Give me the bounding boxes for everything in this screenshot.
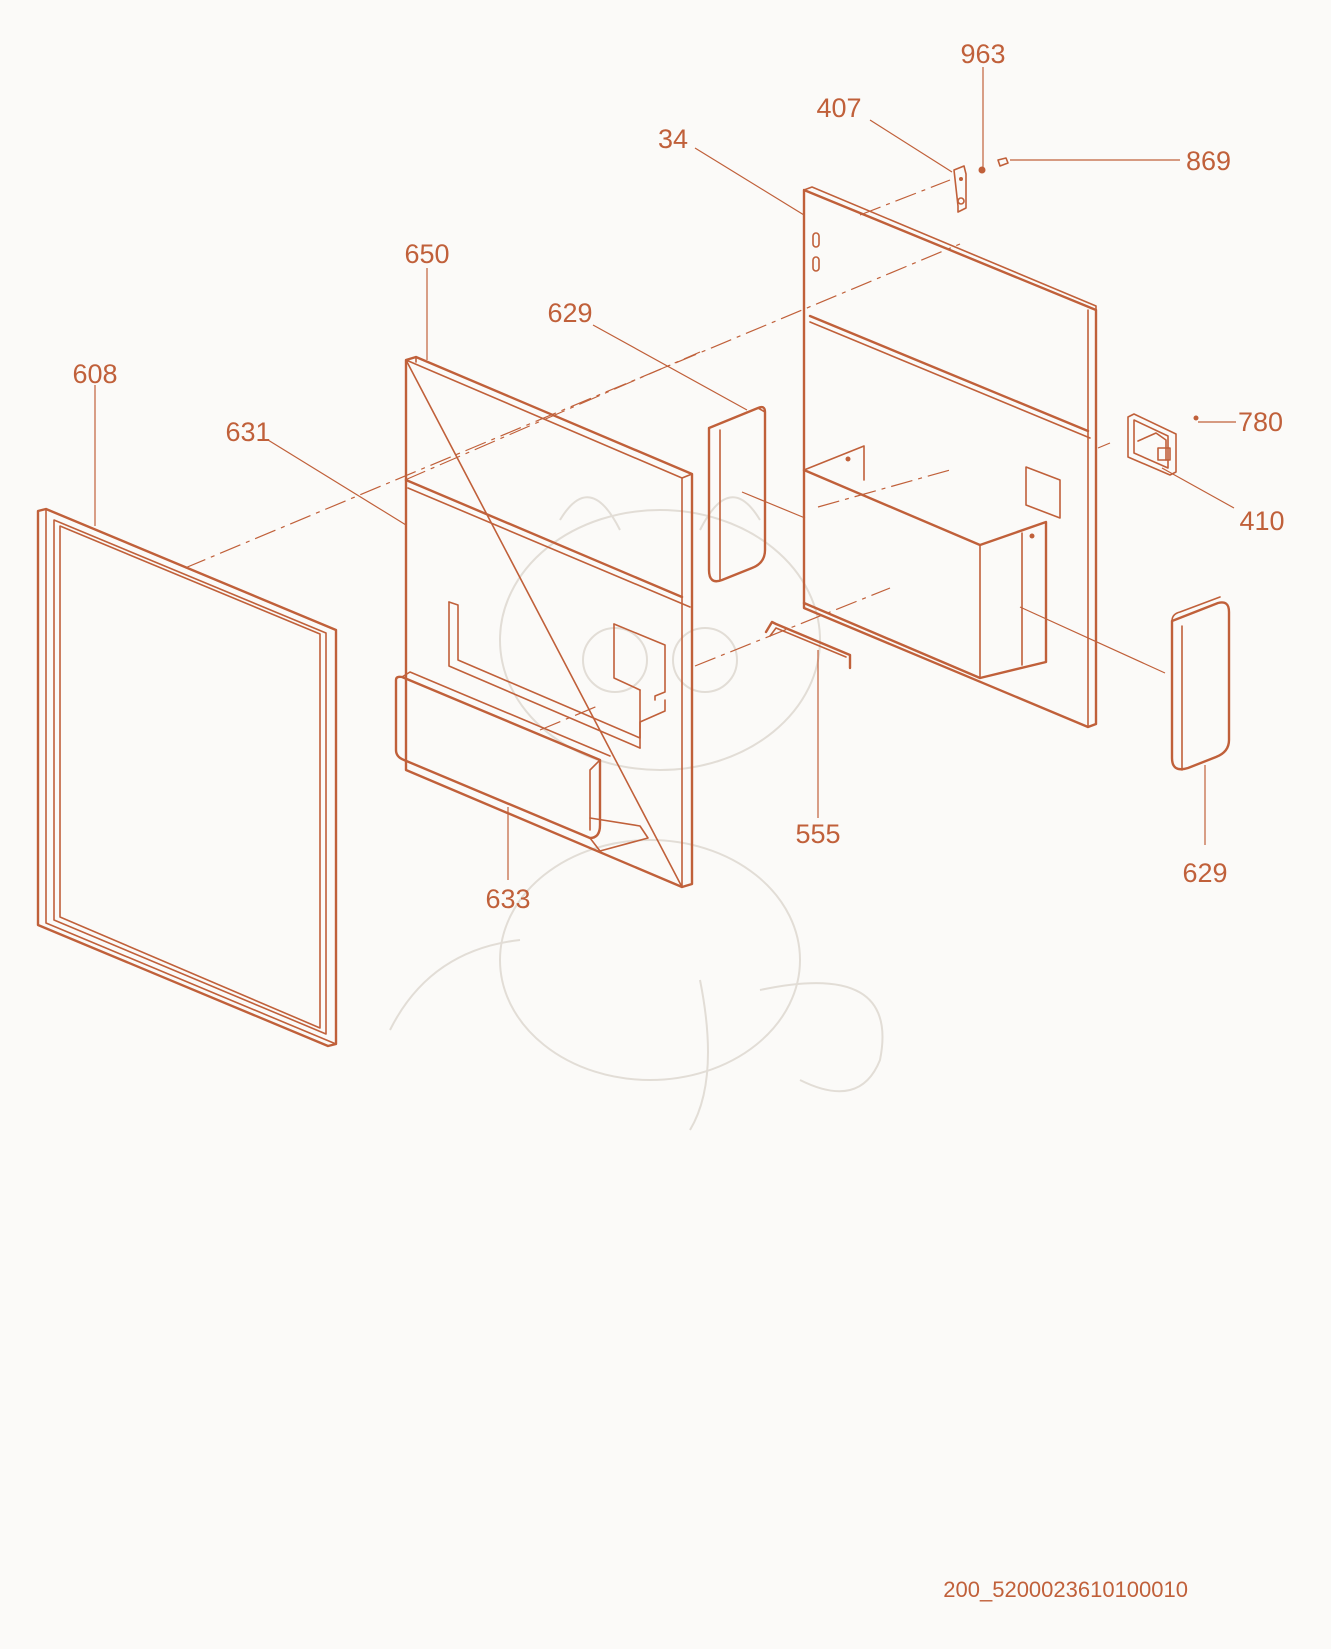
callout-650: 650	[404, 239, 449, 269]
part-34-rear-panel	[802, 186, 1098, 729]
part-555-rod	[764, 620, 852, 670]
callout-555: 555	[795, 819, 840, 849]
watermark-dragon	[389, 496, 884, 1131]
part-608-frame	[36, 507, 338, 1048]
part-407-hinge	[953, 157, 1009, 213]
callout-631: 631	[225, 417, 270, 447]
callout-633: 633	[485, 884, 530, 914]
callout-labels: 963 407 34 869 650 629 608 631 780 410 5…	[72, 39, 1284, 914]
callout-407: 407	[816, 93, 861, 123]
callout-963: 963	[960, 39, 1005, 69]
callout-869: 869	[1186, 146, 1231, 176]
callout-608: 608	[72, 359, 117, 389]
part-410-lock-plate	[1127, 413, 1199, 476]
callout-34: 34	[658, 124, 688, 154]
leader-lines	[94, 67, 1236, 880]
callout-780: 780	[1238, 407, 1283, 437]
part-629-trim-bottom	[1170, 596, 1231, 771]
part-633-tray	[394, 671, 649, 852]
part-631-650-front-panel	[404, 355, 694, 889]
document-number: 200_5200023610100010	[943, 1577, 1188, 1602]
callout-410: 410	[1239, 506, 1284, 536]
part-629-trim-top	[707, 405, 767, 583]
callout-629-top: 629	[547, 298, 592, 328]
callout-629-bottom: 629	[1182, 858, 1227, 888]
